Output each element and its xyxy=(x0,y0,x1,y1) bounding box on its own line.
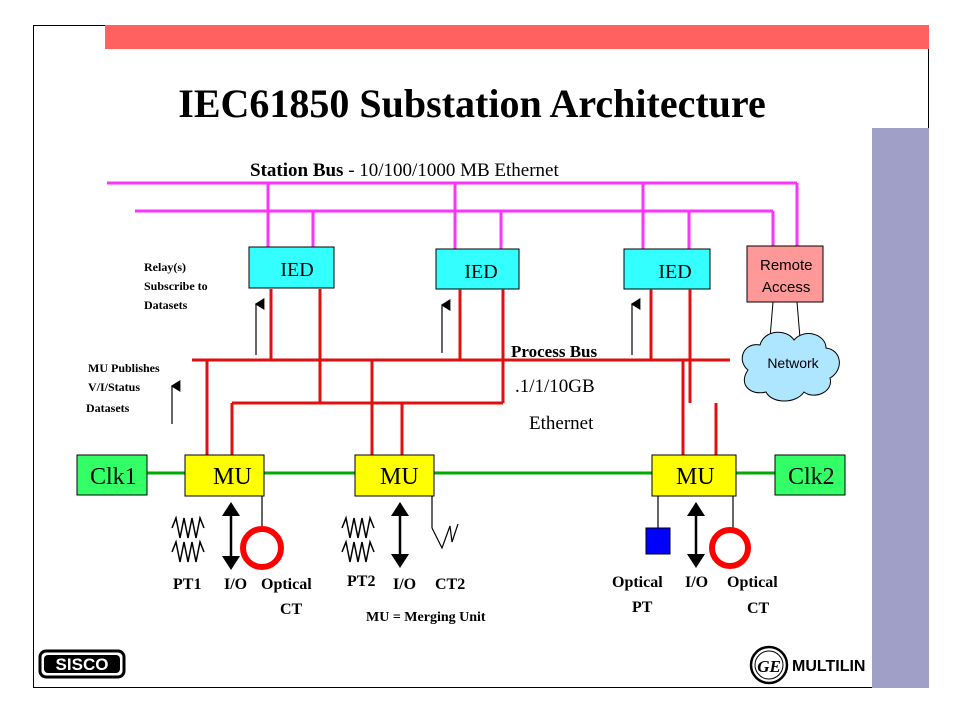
pt2-label: PT2 xyxy=(347,573,375,590)
ied-box-2[interactable]: IED xyxy=(435,248,520,290)
mu-note-line-1: MU Publishes xyxy=(88,361,160,375)
mu-box-1[interactable]: MU xyxy=(184,454,265,497)
remote-access-line-2: Access xyxy=(762,279,810,296)
sisco-logo-text: SISCO xyxy=(56,655,109,674)
ct2-icon xyxy=(431,496,459,550)
pt1-label: PT1 xyxy=(173,576,201,593)
mu-box-2[interactable]: MU xyxy=(354,454,435,497)
io1-label: I/O xyxy=(224,576,247,593)
network-label: Network xyxy=(767,355,819,371)
remote-access-box[interactable]: Remote Access xyxy=(746,245,824,303)
multilin-logo-text: MULTILIN xyxy=(792,658,865,675)
ct2-label: CT2 xyxy=(435,576,465,593)
station-bus-name: Station Bus xyxy=(250,160,343,181)
mu-label-3: MU xyxy=(676,464,715,490)
io1-double-arrow-icon xyxy=(222,502,240,570)
clock-label-2: Clk2 xyxy=(788,464,835,490)
relay-note-line-2: Subscribe to xyxy=(144,279,208,293)
pt1-transformer-icon xyxy=(171,515,205,563)
process-bus-medium: Ethernet xyxy=(529,413,594,434)
ge-logo-text: GE xyxy=(757,657,781,676)
clock-label-1: Clk1 xyxy=(90,464,137,490)
mu-label-2: MU xyxy=(380,464,419,490)
remote-network-links xyxy=(769,301,801,339)
optical-ct1-label-1: Optical xyxy=(261,576,312,593)
sisco-logo: SISCO xyxy=(38,649,126,679)
station-bus-detail: - 10/100/1000 MB Ethernet xyxy=(348,160,559,181)
mu-note-line-3: Datasets xyxy=(86,401,130,415)
optical-pt-label-1: Optical xyxy=(612,574,663,591)
optical-pt-label-2: PT xyxy=(632,599,653,616)
station-bus-label: Station Bus - 10/100/1000 MB Ethernet xyxy=(250,160,559,181)
pt2-transformer-icon xyxy=(341,515,375,563)
process-bus xyxy=(192,289,730,455)
optical-ct3-label-2: CT xyxy=(747,600,770,617)
optical-ct1-label-2: CT xyxy=(280,601,303,618)
station-bus xyxy=(107,181,799,249)
relay-note-line-1: Relay(s) xyxy=(144,260,186,274)
mu-note: MU Publishes V/I/Status Datasets xyxy=(86,361,160,415)
mu-box-3[interactable]: MU xyxy=(651,454,737,497)
footnote: MU = Merging Unit xyxy=(366,610,486,625)
optical-ct1-icon xyxy=(240,496,284,570)
ied-box-1[interactable]: IED xyxy=(248,246,335,289)
field-labels: PT1 I/O Optical CT PT2 I/O CT2 Optical P… xyxy=(173,573,778,618)
side-bar xyxy=(872,128,929,688)
io3-label: I/O xyxy=(685,574,708,591)
top-banner xyxy=(105,25,929,49)
relay-note-line-3: Datasets xyxy=(144,298,188,312)
optical-pt-icon xyxy=(645,496,671,555)
remote-access-line-1: Remote xyxy=(760,257,813,274)
subscribe-arrows xyxy=(170,298,641,424)
optical-ct3-label-1: Optical xyxy=(727,574,778,591)
page-title: IEC61850 Substation Architecture xyxy=(178,81,765,126)
relay-note: Relay(s) Subscribe to Datasets xyxy=(144,260,208,312)
io2-label: I/O xyxy=(393,576,416,593)
ge-multilin-logo: GE MULTILIN xyxy=(749,645,865,685)
network-cloud[interactable]: Network xyxy=(741,331,840,402)
mu-label-1: MU xyxy=(213,464,252,490)
ied-label-2: IED xyxy=(464,261,497,283)
clock-box-2[interactable]: Clk2 xyxy=(774,454,846,496)
ied-label-1: IED xyxy=(280,259,313,281)
process-bus-label: Process Bus xyxy=(511,342,597,361)
process-bus-speed: .1/1/10GB xyxy=(515,376,595,397)
io2-double-arrow-icon xyxy=(391,502,409,568)
optical-ct3-icon xyxy=(709,496,751,569)
ied-box-3[interactable]: IED xyxy=(623,248,711,290)
mu-note-line-2: V/I/Status xyxy=(88,380,140,394)
clock-box-1[interactable]: Clk1 xyxy=(76,454,148,496)
io3-double-arrow-icon xyxy=(687,502,705,568)
ied-label-3: IED xyxy=(658,261,691,283)
